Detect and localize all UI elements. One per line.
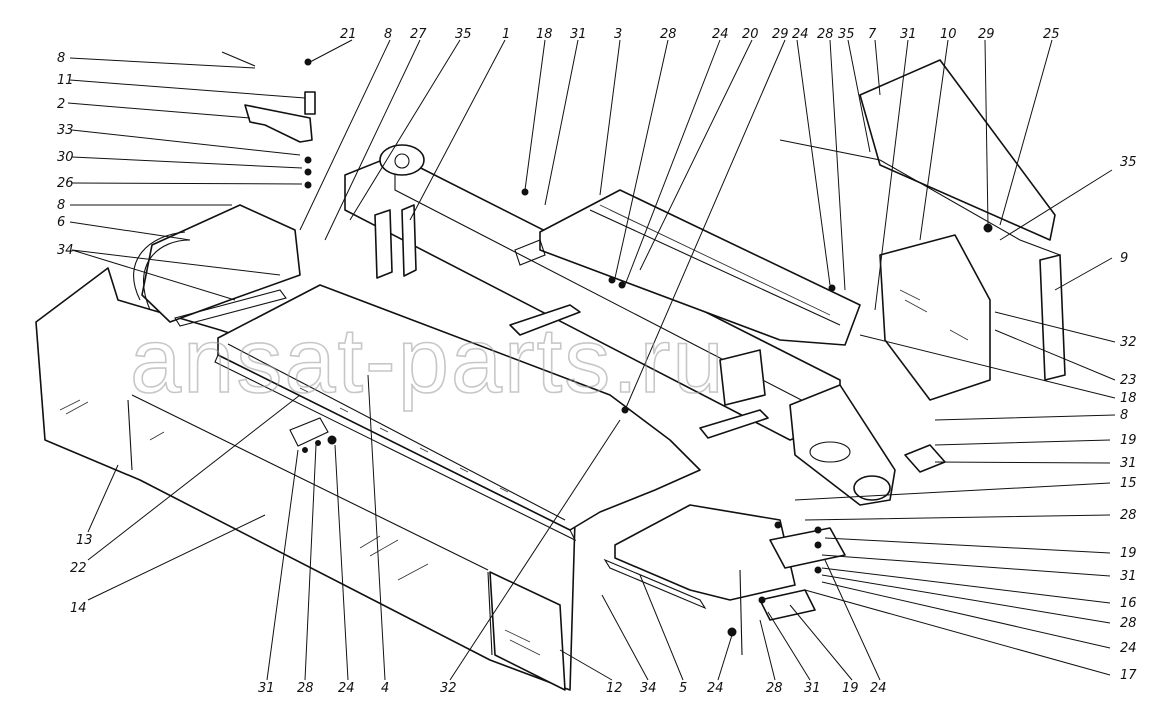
callout-top-20: 25	[1043, 27, 1060, 42]
callout-top-9: 28	[660, 27, 677, 42]
callout-labels: 21 8 27 35 1 18 31 3 28 24 20 29 24 28 3…	[57, 27, 1137, 696]
rear-plate-3	[514, 189, 861, 346]
callout-bottom-1: 13	[76, 533, 93, 548]
callout-right-5: 18	[1120, 391, 1137, 406]
callout-left-3: 2	[57, 97, 65, 112]
callout-top-16: 7	[868, 27, 877, 42]
callout-right-9: 15	[1120, 476, 1137, 491]
callout-top-1: 21	[340, 27, 357, 42]
callout-top-15: 35	[838, 27, 855, 42]
access-panel-12	[489, 571, 566, 691]
callout-top-13: 24	[792, 27, 809, 42]
right-panel-7	[779, 59, 1066, 401]
callout-bottom-11: 5	[679, 681, 687, 696]
watermark-text: ansat-parts.ru	[130, 310, 726, 412]
callout-right-7: 19	[1120, 433, 1137, 448]
callout-left-1: 8	[57, 51, 65, 66]
callout-bottom-14: 31	[804, 681, 821, 696]
callout-right-16: 17	[1120, 668, 1137, 683]
callout-left-6: 26	[57, 176, 74, 191]
callout-right-15: 24	[1120, 641, 1137, 656]
callout-right-10: 28	[1120, 508, 1137, 523]
callout-top-11: 20	[742, 27, 759, 42]
left-cover-6	[133, 204, 301, 327]
callout-bottom-2: 22	[70, 561, 87, 576]
callout-right-3: 32	[1120, 335, 1137, 350]
lower-plate-5	[603, 504, 846, 656]
callout-right-11: 19	[1120, 546, 1137, 561]
callout-bottom-9: 12	[606, 681, 623, 696]
end-bracket	[789, 384, 946, 506]
callout-bottom-16: 24	[870, 681, 887, 696]
callout-top-5: 1	[502, 27, 510, 42]
callout-top-3: 27	[410, 27, 427, 42]
callout-left-2: 11	[57, 73, 74, 88]
callout-top-18: 10	[940, 27, 957, 42]
callout-right-14: 28	[1120, 616, 1137, 631]
callout-left-8: 6	[57, 215, 65, 230]
callout-right-1: 35	[1120, 155, 1137, 170]
leader-lines	[67, 39, 1116, 681]
callout-left-5: 30	[57, 150, 74, 165]
callout-top-19: 29	[978, 27, 995, 42]
callout-bottom-12: 24	[707, 681, 724, 696]
callout-right-13: 16	[1120, 596, 1137, 611]
callout-top-14: 28	[817, 27, 834, 42]
callout-bottom-5: 28	[297, 681, 314, 696]
callout-top-7: 31	[570, 27, 587, 42]
callout-top-4: 35	[455, 27, 472, 42]
callout-right-4: 23	[1120, 373, 1137, 388]
callout-left-4: 33	[57, 123, 74, 138]
callout-bottom-7: 4	[381, 681, 389, 696]
side-brackets	[509, 304, 769, 439]
callout-bottom-10: 34	[640, 681, 657, 696]
callout-bottom-4: 31	[258, 681, 275, 696]
callout-bottom-15: 19	[842, 681, 859, 696]
callout-bottom-8: 32	[440, 681, 457, 696]
callout-right-6: 8	[1120, 408, 1128, 423]
callout-top-6: 18	[536, 27, 553, 42]
callout-left-9: 34	[57, 243, 74, 258]
callout-right-8: 31	[1120, 456, 1137, 471]
callout-top-17: 31	[900, 27, 917, 42]
callout-top-2: 8	[384, 27, 392, 42]
small-fasteners	[221, 51, 993, 637]
callout-right-12: 31	[1120, 569, 1137, 584]
floor-plate-4	[214, 284, 701, 542]
callout-bottom-3: 14	[70, 601, 87, 616]
callout-left-7: 8	[57, 198, 65, 213]
callout-top-8: 3	[614, 27, 622, 42]
callout-bottom-13: 28	[766, 681, 783, 696]
callout-right-2: 9	[1120, 251, 1128, 266]
callout-top-12: 29	[772, 27, 789, 42]
callout-top-10: 24	[712, 27, 729, 42]
callout-bottom-6: 24	[338, 681, 355, 696]
